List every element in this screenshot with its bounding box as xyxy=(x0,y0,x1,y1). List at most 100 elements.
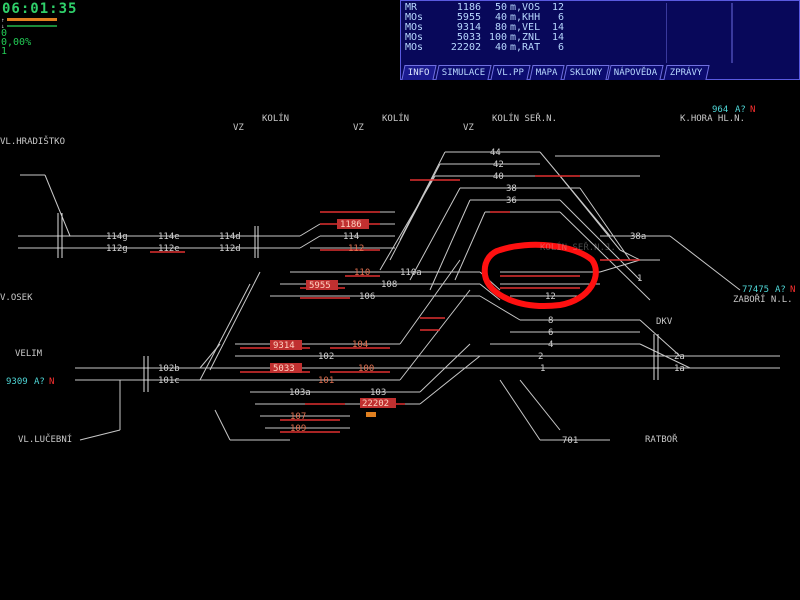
simulation-clock: 06:01:35 xyxy=(2,1,78,17)
track-107[interactable]: 107 xyxy=(290,412,306,422)
track-36[interactable]: 36 xyxy=(506,196,517,206)
track-100[interactable]: 100 xyxy=(358,364,374,374)
train-list-speed: 100 xyxy=(488,32,507,43)
occupied-segments xyxy=(150,175,640,433)
track-110[interactable]: 110 xyxy=(354,268,370,278)
neighbor-77475: 77475 A? N xyxy=(742,285,795,295)
train-boxes xyxy=(270,219,396,417)
track-1-right[interactable]: 1 xyxy=(637,274,642,284)
train-list-speed: 50 xyxy=(494,2,507,13)
label-vz-3: VZ xyxy=(463,123,474,133)
track-102[interactable]: 102 xyxy=(318,352,334,362)
svg-text:964: 964 xyxy=(712,105,728,115)
station-ratbor: RATBOŘ xyxy=(645,433,678,445)
neighbor-9309: 9309 A? N xyxy=(6,377,54,387)
track-110a[interactable]: 110a xyxy=(400,268,422,278)
station-kolin-sez: KOLÍN SEŘ.N. xyxy=(492,112,557,124)
track-112d[interactable]: 112d xyxy=(219,244,241,254)
station-khora: K.HORA HL.N. xyxy=(680,114,745,124)
svg-text:N: N xyxy=(750,105,755,115)
track-40[interactable]: 40 xyxy=(493,172,504,182)
train-list-track: 14 xyxy=(551,32,564,43)
label-kolin-sez-j: KOLÍN SEŘ.N.J. xyxy=(540,241,616,253)
label-vz-2: VZ xyxy=(353,123,364,133)
train-list-place: m,KHH xyxy=(510,12,541,23)
track-112g[interactable]: 112g xyxy=(106,244,128,254)
track-38[interactable]: 38 xyxy=(506,184,517,194)
train-list-number: 1186 xyxy=(456,2,481,13)
track-2[interactable]: 2 xyxy=(538,352,543,362)
train-list-place: m,ZNL xyxy=(510,32,541,43)
station-kolin-1: KOLÍN xyxy=(262,112,289,124)
track-6[interactable]: 6 xyxy=(548,328,553,338)
train-22202[interactable]: 22202 xyxy=(362,399,389,409)
station-velim: VELIM xyxy=(15,349,43,359)
train-list-type: MR xyxy=(405,2,418,13)
train-9314[interactable]: 9314 xyxy=(273,341,295,351)
track-101[interactable]: 101 xyxy=(318,376,334,386)
station-zabori: ZABOŘÍ N.L. xyxy=(733,293,793,305)
train-list-place: m,RAT xyxy=(510,42,541,53)
train-list-place: m,VOS xyxy=(510,2,541,13)
train-list-type: MOs xyxy=(405,42,424,53)
track-106[interactable]: 106 xyxy=(359,292,375,302)
svg-text:N: N xyxy=(49,377,54,387)
track-112e[interactable]: 112e xyxy=(158,244,180,254)
track-109[interactable]: 109 xyxy=(290,424,306,434)
station-vl-lucebni: VL.LUČEBNÍ xyxy=(18,433,72,445)
track-114d[interactable]: 114d xyxy=(219,232,241,242)
svg-text:A?: A? xyxy=(735,105,746,115)
highlight-circle xyxy=(481,241,599,309)
train-list-track: 6 xyxy=(557,42,564,53)
track-103a[interactable]: 103a xyxy=(289,388,311,398)
track-1[interactable]: 1 xyxy=(540,364,545,374)
track-114g[interactable]: 114g xyxy=(106,232,128,242)
track-1a[interactable]: 1a xyxy=(674,364,685,374)
status-line-2: 0,00% xyxy=(1,37,32,48)
station-v-osek: V.OSEK xyxy=(0,293,33,303)
status-line-1: 0 xyxy=(1,28,8,39)
label-dkv: DKV xyxy=(656,317,673,327)
svg-text:↓: ↓ xyxy=(1,23,5,29)
train-5033[interactable]: 5033 xyxy=(273,364,295,374)
track-104[interactable]: 104 xyxy=(352,340,368,350)
track-114e[interactable]: 114e xyxy=(158,232,180,242)
track-8[interactable]: 8 xyxy=(548,316,553,326)
track-103[interactable]: 103 xyxy=(370,388,386,398)
track-42[interactable]: 42 xyxy=(493,160,504,170)
svg-text:77475: 77475 xyxy=(742,285,769,295)
train-list-track: 12 xyxy=(551,2,564,13)
track-12[interactable]: 12 xyxy=(545,292,556,302)
train-list-speed: 40 xyxy=(494,42,507,53)
track-2a[interactable]: 2a xyxy=(674,352,685,362)
train-5955[interactable]: 5955 xyxy=(309,281,331,291)
train-list-type: MOs xyxy=(405,22,424,33)
train-1186[interactable]: 1186 xyxy=(340,220,362,230)
svg-text:A?: A? xyxy=(34,377,45,387)
label-vz-1: VZ xyxy=(233,123,244,133)
track-114[interactable]: 114 xyxy=(343,232,359,242)
train-list-number: 9314 xyxy=(456,22,481,33)
signal-markers xyxy=(57,213,659,392)
train-list-speed: 80 xyxy=(494,22,507,33)
train-list-speed: 40 xyxy=(494,12,507,23)
track-108[interactable]: 108 xyxy=(381,280,397,290)
neighbor-964: 964 A? N xyxy=(712,105,755,115)
train-list-type: MOs xyxy=(405,32,424,43)
station-vl-hradistko: VL.HRADIŠTKO xyxy=(0,135,65,147)
track-102b[interactable]: 102b xyxy=(158,364,180,374)
track-44[interactable]: 44 xyxy=(490,148,501,158)
track-101c[interactable]: 101c xyxy=(158,376,180,386)
track-112[interactable]: 112 xyxy=(348,244,364,254)
track-701[interactable]: 701 xyxy=(562,436,578,446)
train-list-type: MOs xyxy=(405,12,424,23)
track-4[interactable]: 4 xyxy=(548,340,553,350)
track-38a[interactable]: 38a xyxy=(630,232,646,242)
train-list-number: 5955 xyxy=(456,12,481,23)
panel-dividers xyxy=(666,3,733,63)
